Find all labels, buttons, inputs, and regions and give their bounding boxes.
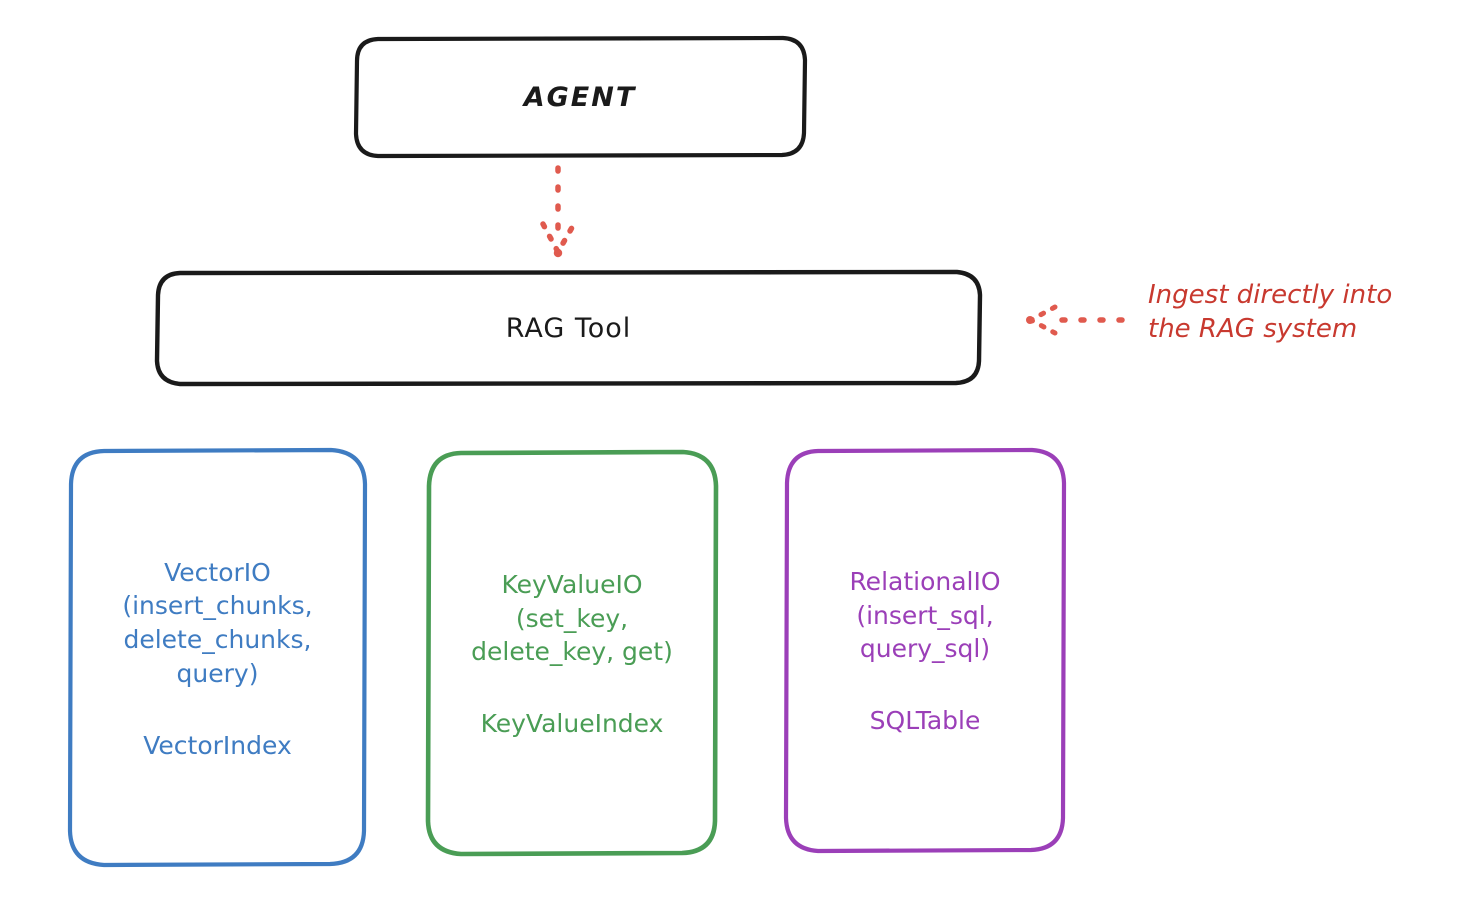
vector-io-box-outline[interactable] <box>67 447 368 868</box>
key-value-io-index-label: KeyValueIndex <box>480 709 664 739</box>
vector-io-api-label: VectorIO (insert_chunks, delete_chunks, … <box>122 557 313 688</box>
node-agent-label: AGENT <box>523 81 637 113</box>
annotation-ingest: Ingest directly into the RAG system <box>1148 278 1478 347</box>
agent-to-rag-connector <box>540 165 577 258</box>
node-rag-tool-label: RAG Tool <box>505 312 632 344</box>
annotation-to-rag-connector <box>1026 304 1125 336</box>
node-rag-tool[interactable]: RAG Tool <box>157 272 980 384</box>
key-value-io-box-outline[interactable] <box>425 449 719 857</box>
rag-tool-box-outline[interactable] <box>154 269 983 387</box>
relational-io-api-label: RelationalIO (insert_sql, query_sql) <box>849 566 1001 664</box>
node-vector-io[interactable]: VectorIO (insert_chunks, delete_chunks, … <box>70 450 365 865</box>
relational-io-box-outline[interactable] <box>783 447 1067 854</box>
node-relational-io[interactable]: RelationalIO (insert_sql, query_sql) SQL… <box>786 450 1064 850</box>
vector-io-index-label: VectorIndex <box>143 730 292 760</box>
agent-box-outline[interactable] <box>353 35 808 159</box>
node-agent[interactable]: AGENT <box>355 38 805 156</box>
node-key-value-io[interactable]: KeyValueIO (set_key, delete_key, get) Ke… <box>428 452 716 854</box>
relational-io-index-label: SQLTable <box>869 706 981 736</box>
annotation-ingest-text: Ingest directly into the RAG system <box>1148 280 1393 345</box>
key-value-io-api-label: KeyValueIO (set_key, delete_key, get) <box>471 569 673 667</box>
